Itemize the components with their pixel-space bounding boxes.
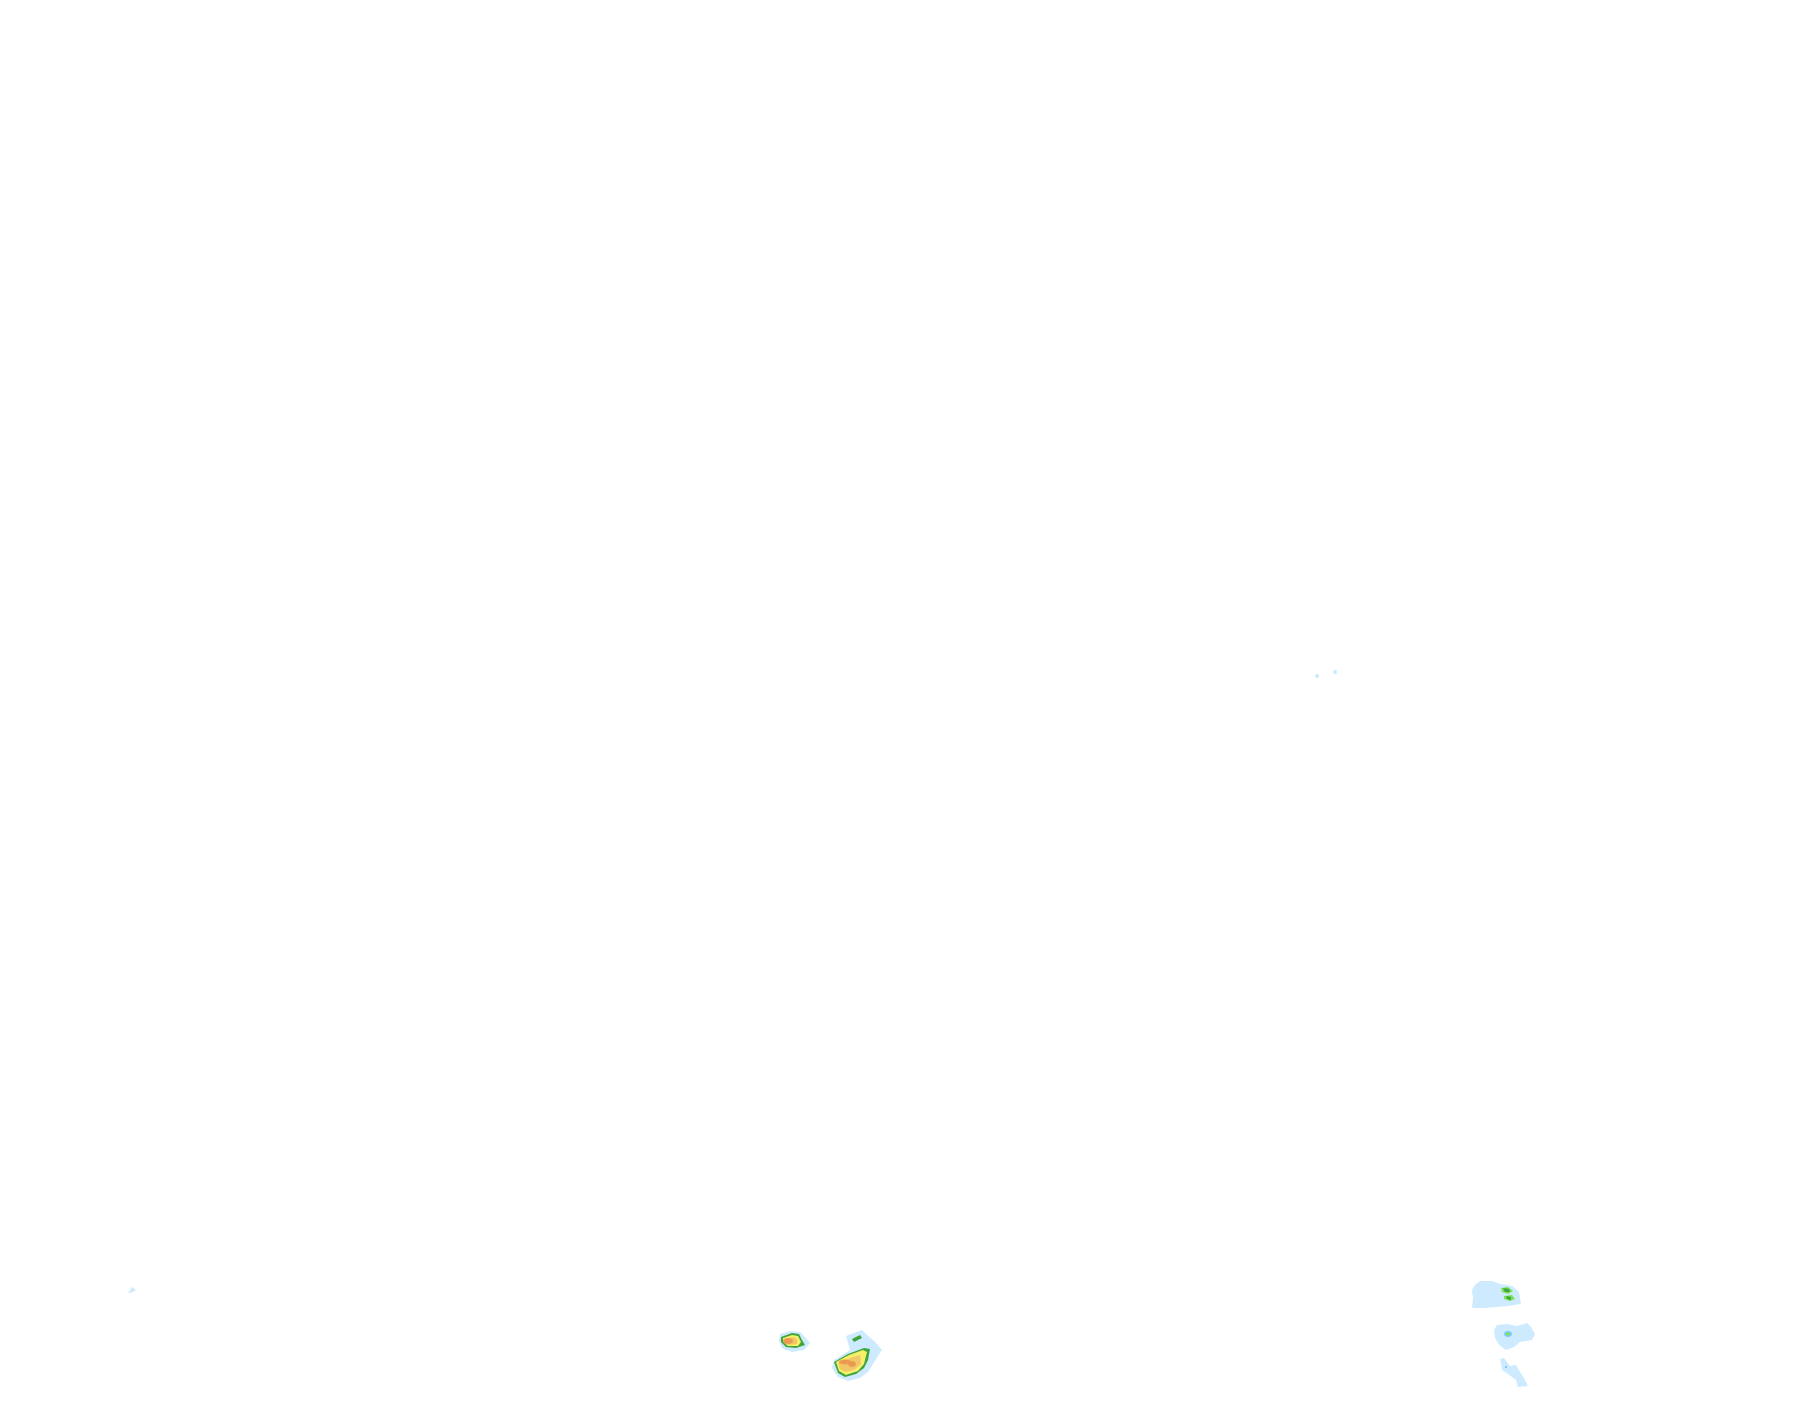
storm-cell-central	[832, 1330, 882, 1381]
precip-green-core	[1506, 1296, 1511, 1300]
precip-green-core	[1503, 1288, 1510, 1292]
precip-light-area	[1472, 1281, 1521, 1308]
precip-orange-core	[848, 1361, 856, 1367]
precip-speck	[1333, 670, 1337, 674]
precip-speck-group	[128, 670, 1337, 1293]
precip-green-core	[1506, 1332, 1510, 1336]
precip-orange-core	[783, 1338, 793, 1344]
precip-speck	[128, 1287, 136, 1293]
precip-orange-core	[839, 1359, 851, 1365]
storm-cell-west	[779, 1331, 810, 1352]
precip-edge	[1505, 1366, 1507, 1368]
precip-light-area	[1494, 1323, 1535, 1350]
storm-cell-east	[1472, 1281, 1535, 1387]
precip-light-area	[1500, 1358, 1528, 1387]
precip-green-small	[852, 1335, 862, 1342]
precip-speck	[1315, 674, 1319, 678]
